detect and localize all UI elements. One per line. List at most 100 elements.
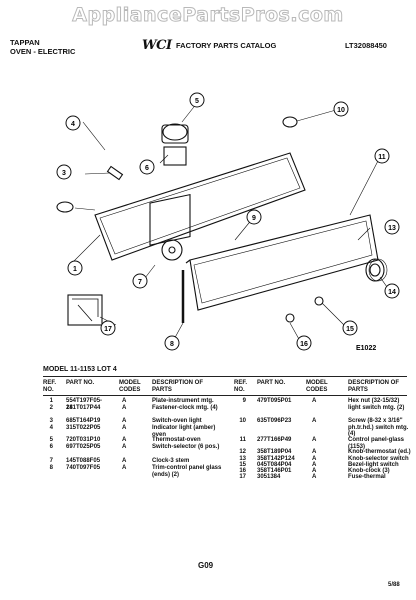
model-code: A [312, 462, 317, 468]
callout-15: 15 [342, 320, 358, 336]
col-ref-no: REF. NO. [43, 380, 57, 393]
part-no: 635T096P23 [257, 418, 292, 424]
ref-no: 5 [49, 437, 53, 443]
part-no: 145T088F05 [66, 458, 101, 464]
col-description-right: DESCRIPTION OF PARTS [348, 380, 400, 393]
callout-8: 8 [164, 335, 180, 351]
callout-3: 3 [56, 164, 72, 180]
part-no: 241T017P44 [66, 405, 101, 411]
svg-text:5: 5 [195, 98, 199, 105]
part-description: Hex nut (32-15/32) light switch mtg. (2) [348, 398, 405, 411]
callout-13: 13 [384, 219, 400, 235]
watermark: AppliancePartsPros.com [72, 4, 344, 27]
model-code: A [122, 444, 127, 450]
ref-no: 13 [239, 456, 246, 462]
part-description: Knob-thermostat (ed.) [348, 449, 411, 455]
svg-text:4: 4 [71, 121, 75, 128]
model-code: A [122, 465, 127, 471]
ref-no: 11 [239, 437, 246, 443]
svg-text:3: 3 [62, 170, 66, 177]
hex-nut [314, 296, 324, 306]
callout-6: 6 [139, 159, 155, 175]
part-no: 358T146P01 [257, 468, 292, 474]
callout-9: 9 [246, 209, 262, 225]
part-description: Thermostat-oven [152, 437, 201, 443]
header-brand-block: TAPPAN OVEN - ELECTRIC [10, 38, 75, 56]
instrument-plate [94, 152, 306, 261]
fuse-thermal [67, 294, 103, 326]
ref-no: 7 [49, 458, 53, 464]
ref-no: 4 [49, 425, 53, 431]
knob-thermostat [365, 258, 385, 282]
wci-logo: WCI [142, 38, 172, 53]
callout-labels: 1 3 4 5 6 7 8 9 10 11 13 14 15 16 17 [56, 92, 400, 351]
col-ref-no-right: REF. NO. [234, 380, 248, 393]
part-description: Bezel-light switch [348, 462, 399, 468]
ref-no: 1 [49, 398, 53, 404]
model-code: A [122, 425, 127, 431]
svg-text:15: 15 [346, 326, 354, 333]
model-code: A [312, 398, 317, 404]
callout-11: 11 [374, 148, 390, 164]
svg-text:17: 17 [104, 326, 112, 333]
part-no: 045T084P04 [257, 462, 292, 468]
part-no: 720T031P10 [66, 437, 101, 443]
exploded-parts-diagram: 1 3 4 5 6 7 8 9 10 11 13 14 15 16 17 E10… [56, 92, 400, 352]
svg-text:14: 14 [388, 289, 396, 296]
oven-light-switch [106, 165, 124, 181]
model-code: A [122, 437, 127, 443]
model-code: A [312, 437, 317, 443]
part-no: 277T166P49 [257, 437, 292, 443]
bezel-light-switch [285, 313, 295, 323]
ref-no: 10 [239, 418, 246, 424]
ref-no: 8 [49, 465, 53, 471]
ref-no: 16 [239, 468, 246, 474]
catalog-title: FACTORY PARTS CATALOG [176, 41, 277, 50]
callout-10: 10 [333, 101, 349, 117]
part-description: Knob-clock (3) [348, 468, 390, 474]
svg-text:16: 16 [300, 341, 308, 348]
svg-text:11: 11 [378, 154, 386, 161]
part-description: Plate-instrument mtg. [152, 398, 214, 404]
table-top-rule [43, 376, 407, 377]
model-code: A [312, 456, 317, 462]
page-number: G09 [198, 561, 214, 570]
callout-4: 4 [65, 115, 81, 131]
ref-no: 6 [49, 444, 53, 450]
thermostat [162, 123, 188, 141]
callout-5: 5 [189, 92, 205, 108]
col-model-codes-right: MODEL CODES [306, 380, 328, 393]
model-code: A [312, 474, 317, 480]
part-no: 3051384 [257, 474, 281, 480]
model-code: A [312, 449, 317, 455]
part-no: 358T189P04 [257, 449, 292, 455]
control-panel-glass [189, 214, 379, 311]
indicator-light [56, 201, 74, 213]
screw [282, 116, 298, 128]
product-type: OVEN - ELECTRIC [10, 47, 76, 56]
ref-no: 15 [239, 462, 246, 468]
model-code: A [312, 418, 317, 424]
callout-14: 14 [384, 283, 400, 299]
part-no: 697T025P05 [66, 444, 101, 450]
model-line: MODEL 11-1153 LOT 4 [43, 366, 117, 373]
callout-1: 1 [67, 260, 83, 276]
part-description: Knob-selector switch [348, 456, 409, 462]
figure-id: E1022 [356, 345, 376, 352]
col-part-no-right: PART NO. [257, 380, 286, 386]
part-no: 740T097F05 [66, 465, 101, 471]
part-no: 685T164P19 [66, 418, 101, 424]
model-code: A [122, 418, 127, 424]
model-code: A [122, 405, 127, 411]
svg-text:8: 8 [170, 341, 174, 348]
brand-name: TAPPAN [10, 38, 40, 47]
model-code: A [122, 398, 127, 404]
ref-no: 9 [242, 398, 246, 404]
part-description: Switch-selector (6 pos.) [152, 444, 220, 450]
doc-id: LT32088450 [345, 41, 387, 50]
col-description: DESCRIPTION OF PARTS [152, 380, 204, 393]
callout-17: 17 [100, 320, 116, 336]
ref-no: 12 [239, 449, 246, 455]
part-no: 315T022P05 [66, 425, 101, 431]
part-description: Fuse-thermal [348, 474, 386, 480]
